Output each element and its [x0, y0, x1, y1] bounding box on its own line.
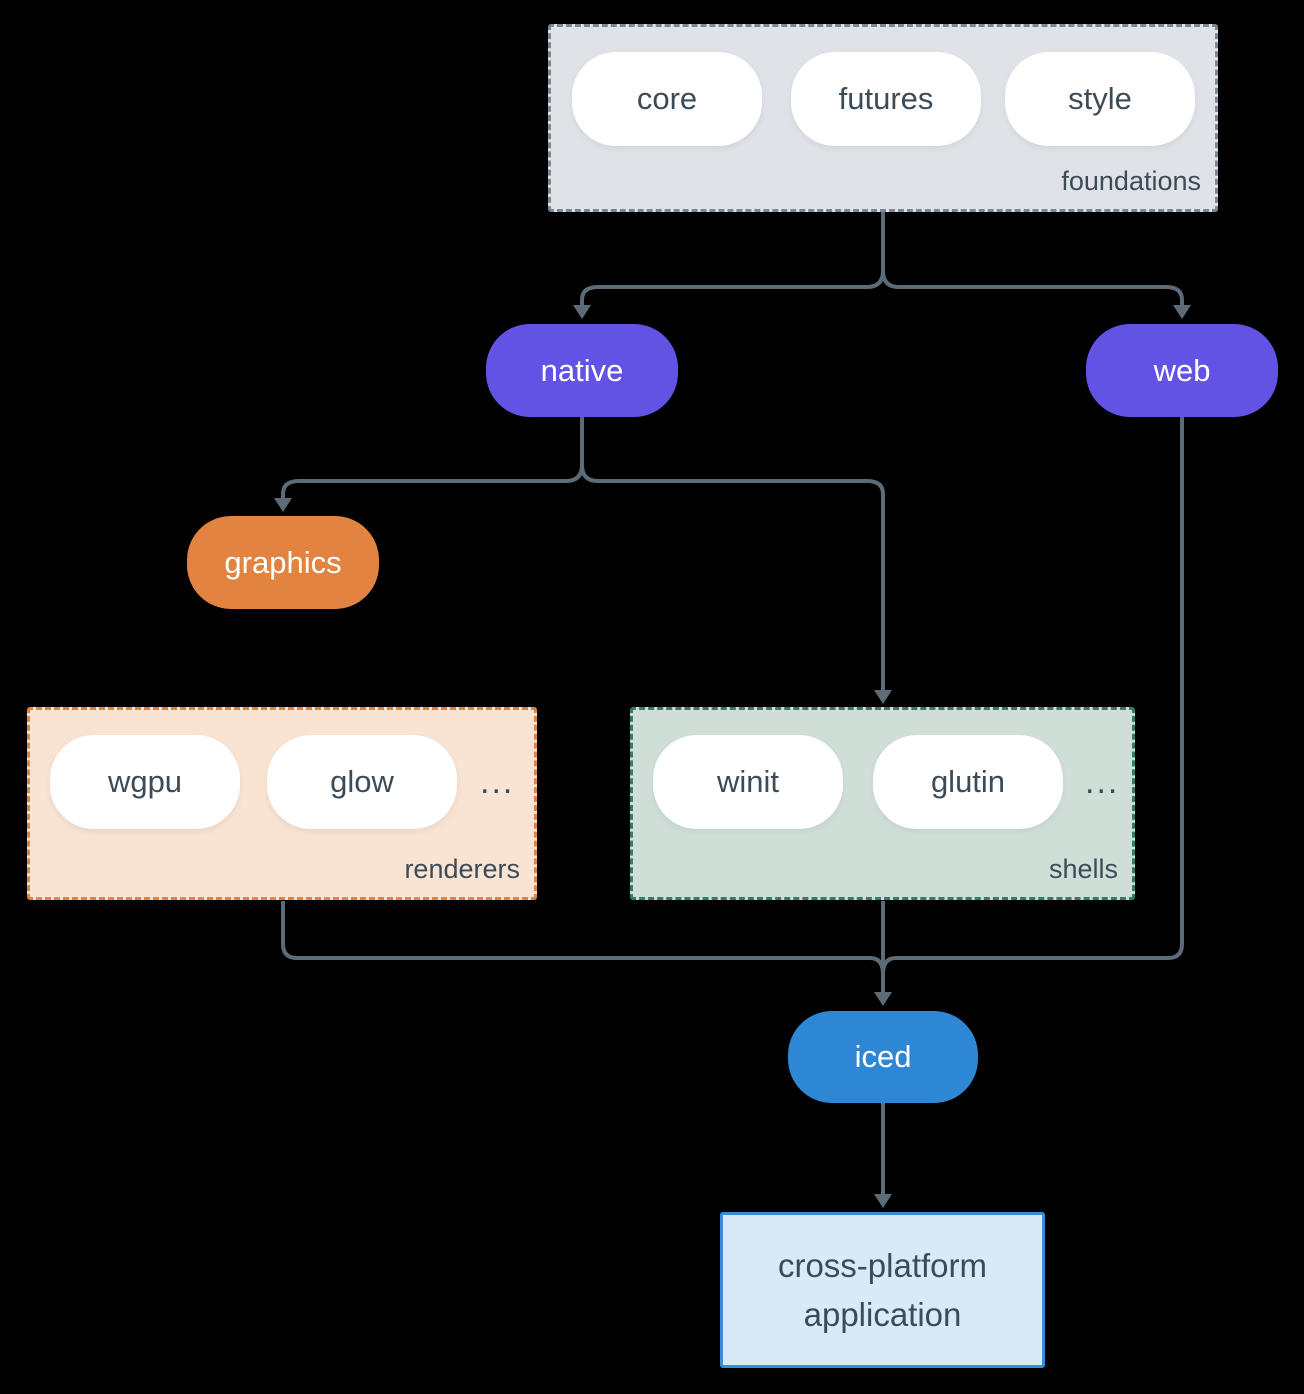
- application-label-line1: cross-platform: [777, 1247, 988, 1284]
- pill-futures-label: futures: [838, 81, 934, 116]
- pill-wgpu-label: wgpu: [107, 764, 183, 799]
- foundations-group-label: foundations: [1061, 166, 1201, 196]
- shells-group: winit glutin ... shells: [630, 707, 1135, 900]
- node-iced-label: iced: [854, 1039, 912, 1074]
- application-box: cross-platform application: [720, 1212, 1045, 1368]
- pill-core-label: core: [636, 81, 698, 116]
- node-web-label: web: [1153, 352, 1211, 388]
- pill-glow: glow: [267, 735, 457, 829]
- pill-style: style: [1005, 52, 1195, 146]
- pill-winit-label: winit: [716, 764, 779, 799]
- pill-glow-label: glow: [330, 764, 394, 799]
- node-native: native: [486, 324, 678, 417]
- node-iced: iced: [788, 1011, 978, 1103]
- shells-ellipsis: ...: [1085, 762, 1120, 801]
- pill-glutin-label: glutin: [930, 764, 1006, 799]
- renderers-group-label: renderers: [404, 854, 520, 884]
- pill-core: core: [572, 52, 762, 146]
- pill-winit: winit: [653, 735, 843, 829]
- pill-wgpu: wgpu: [50, 735, 240, 829]
- shells-group-label: shells: [1048, 854, 1118, 884]
- renderers-ellipsis: ...: [480, 762, 515, 801]
- node-graphics-label: graphics: [224, 544, 342, 580]
- pill-glutin: glutin: [873, 735, 1063, 829]
- pill-style-label: style: [1068, 81, 1132, 116]
- node-graphics: graphics: [187, 516, 379, 609]
- node-web: web: [1086, 324, 1278, 417]
- application-label-line2: application: [803, 1296, 962, 1333]
- node-native-label: native: [540, 352, 624, 388]
- renderers-group: wgpu glow ... renderers: [27, 707, 537, 900]
- pill-futures: futures: [791, 52, 981, 146]
- foundations-group: core futures style foundations: [548, 24, 1218, 212]
